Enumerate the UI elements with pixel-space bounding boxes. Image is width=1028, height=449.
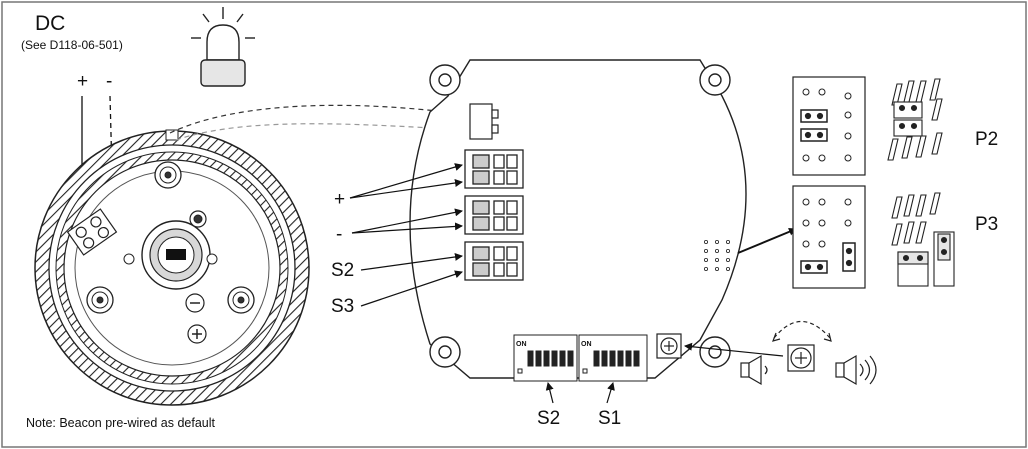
dip-s1-on-label: ON [581,341,592,348]
pcb-jumper-pads [704,239,731,271]
dip-s1-label: S1 [598,408,621,429]
terminal-block-stages [464,241,524,281]
beacon-connector [469,103,499,140]
dip-switch-s2 [513,334,578,382]
volume-rotation-arc [773,321,831,339]
jumper-p2-3d [887,78,943,161]
jumper-p3-diagram [792,185,866,289]
jumper-p2-label: P2 [975,129,998,150]
terminal-s2-label: S2 [331,260,354,281]
potentiometer-icon [656,333,682,359]
volume-arrow [684,342,784,357]
dc-plus-label: + [77,71,88,92]
terminal-block-plus [464,149,524,189]
terminal-s3-label: S3 [331,296,354,317]
terminal-block-minus [464,195,524,235]
speaker-quiet-icon [740,354,768,386]
pcb-board [409,59,747,379]
dc-minus-label: - [106,71,112,92]
enclosure-base [34,129,310,406]
terminal-plus-label: + [334,189,345,210]
jumper-p3-3d [891,192,955,287]
beacon-lamp-icon [191,7,255,87]
dc-reference: (See D118-06-501) [21,38,123,52]
dip-s2-on-label: ON [516,341,527,348]
terminal-minus-label: - [336,224,342,245]
jumper-p3-label: P3 [975,214,998,235]
footnote: Note: Beacon pre-wired as default [26,416,216,430]
jumper-p2-diagram [792,76,866,176]
dip-s2-label: S2 [537,408,560,429]
dc-label: DC [35,12,65,35]
speaker-loud-icon [835,354,877,386]
dip-switch-s1 [578,334,648,382]
pcb-to-p3-arrow [737,227,797,254]
beacon-wire-1 [169,104,471,134]
